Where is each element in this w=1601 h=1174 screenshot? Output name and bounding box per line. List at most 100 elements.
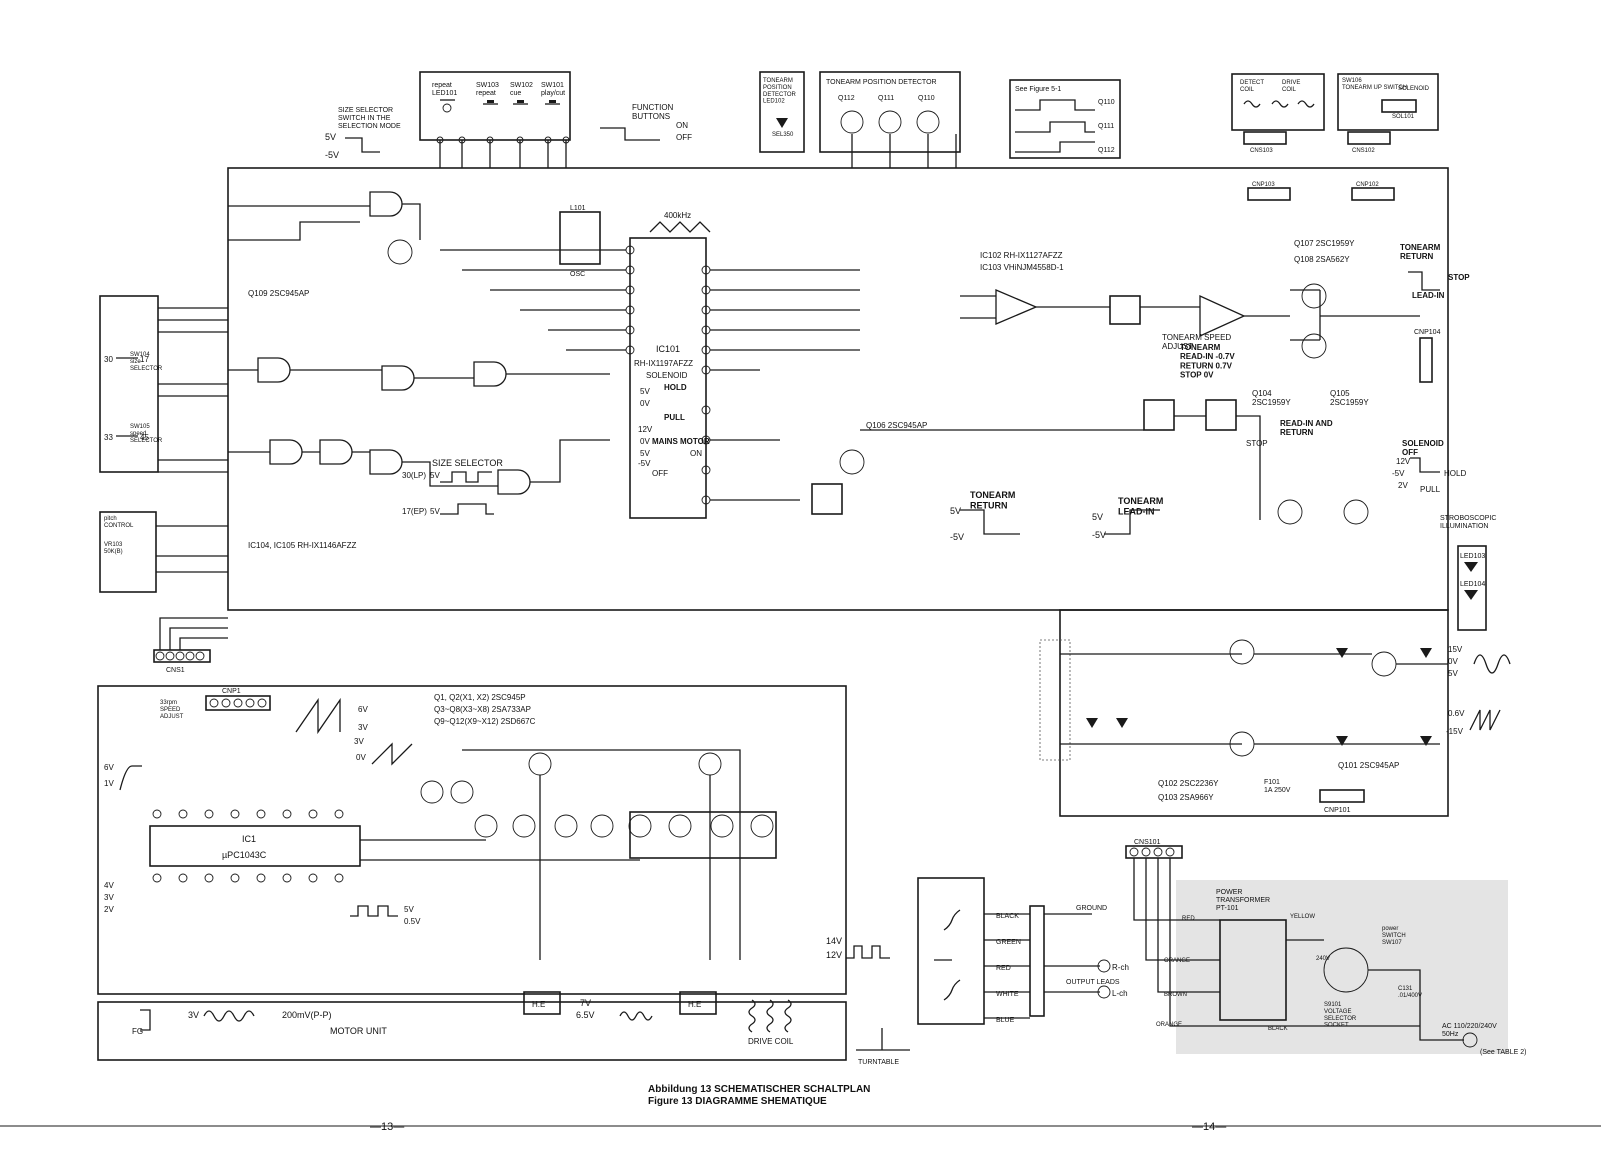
led103-diode: [1464, 562, 1478, 572]
function-on-label: ON: [676, 121, 688, 130]
wire-red: RED: [1182, 916, 1195, 922]
q111-label: Q111: [878, 95, 894, 102]
cartridge-box: [917, 877, 985, 1025]
cnp1-label: CNP1: [222, 688, 241, 695]
wire-brown: BROWN: [1164, 992, 1187, 998]
motor-200mv: 200mV(P-P): [282, 1010, 332, 1020]
ic101-0v-b: 0V: [640, 437, 650, 446]
strobe-saw: [1469, 709, 1501, 731]
kx-connectors-top: [436, 136, 570, 144]
q110-wave: [1015, 99, 1095, 111]
ic101-pins: [440, 245, 860, 505]
solenoid-pull: PULL: [1420, 485, 1441, 494]
ic1-body: [149, 825, 361, 867]
freq-label: 400kHz: [664, 211, 691, 220]
he2-label: H.E: [688, 1000, 701, 1009]
q111-wave: [1015, 121, 1095, 133]
motor-saw-wave: [295, 697, 341, 735]
ic101-part: RH-IX1197AFZZ: [634, 359, 693, 368]
tonearm-m5v-b: -5V: [1092, 530, 1106, 540]
strobe-15v: 15V: [1448, 645, 1463, 654]
caption-line1: Abbildung 13 SCHEMATISCHER SCHALTPLAN: [648, 1084, 870, 1095]
wire-orange2: ORANGE: [1156, 1022, 1182, 1028]
motor-out-wave: [846, 945, 890, 959]
q101-transistor: [1371, 651, 1397, 677]
speed-size-selector-box: [99, 295, 159, 473]
ic104-105-label: IC104, IC105 RH-IX1146AFZZ: [248, 541, 356, 550]
ic101-hold: HOLD: [664, 383, 687, 392]
motor-65v: 6.5V: [576, 1010, 595, 1020]
wire-orange: ORANGE: [1164, 958, 1190, 964]
ic101-sub: SOLENOID: [646, 371, 688, 380]
ic101-off: OFF: [652, 469, 668, 478]
motor-3v-c: 3V: [354, 737, 364, 746]
solenoid-wave: [1410, 457, 1440, 473]
logic-gates: [228, 191, 610, 495]
ic101-5v: 5V: [640, 387, 650, 396]
stop-r: STOP: [1448, 273, 1470, 282]
ic101-12v: 12V: [638, 425, 653, 434]
q101-label: Q101 2SC945AP: [1338, 761, 1399, 770]
solenoid-12v: 12V: [1396, 457, 1411, 466]
size-v5-label: 5V: [325, 132, 336, 142]
size-vm5-label: -5V: [325, 150, 339, 160]
motor-q1-label: Q1, Q2(X1, X2) 2SC945P: [434, 693, 526, 702]
l101-label: L101: [570, 205, 586, 212]
q112-wave-label: Q112: [1098, 147, 1115, 154]
motor-unit-frame: [97, 1001, 847, 1061]
q112-wave: [1015, 141, 1095, 153]
strobe-0v: 0V: [1448, 657, 1458, 666]
cnp101-label: CNP101: [1324, 807, 1351, 814]
size-note-wave: [345, 137, 380, 153]
caption-line2: Figure 13 DIAGRAMME SHEMATIQUE: [648, 1096, 827, 1107]
q107-transistor: [1301, 283, 1327, 309]
power-dashed-zone: [1039, 639, 1071, 761]
left-panel-wires: [156, 307, 228, 650]
wire-240v: 240V: [1316, 956, 1330, 962]
turntable-label: TURNTABLE: [858, 1059, 899, 1066]
motor-q9-label: Q9~Q12(X9~X12) 2SD667C: [434, 717, 536, 726]
ic103-b-opamp: [1199, 294, 1246, 338]
motor-12v: 12V: [826, 950, 842, 960]
cnp102-connector: [1351, 187, 1395, 201]
q109-label: Q109 2SC945AP: [248, 289, 309, 298]
pitch-control-box: [99, 511, 157, 593]
ic101-name: IC101: [656, 344, 680, 354]
main-board-frame: [227, 167, 1449, 611]
power-diodes: [1060, 648, 1448, 746]
q105-transistor: [1343, 499, 1369, 525]
speed-45-label: 45: [140, 433, 149, 442]
led102-box: [759, 71, 805, 153]
cartridge-coils: [934, 909, 961, 1001]
tonearm-m5v-a: -5V: [950, 532, 964, 542]
fg-sine: [203, 1010, 255, 1022]
he2-box: [679, 991, 717, 1015]
led102-diode: [776, 118, 788, 128]
output-leads-label: OUTPUT LEADS: [1066, 979, 1120, 986]
he1-label: H.E: [532, 1000, 545, 1009]
solenoid-m5v: -5V: [1392, 469, 1405, 478]
osc-label: OSC: [570, 271, 585, 278]
function-off-label: OFF: [676, 133, 692, 142]
motor-14v: 14V: [826, 936, 842, 946]
motor-6v: 6V: [358, 705, 368, 714]
ic102-box-a: [1109, 295, 1141, 325]
size-ep-wave: [440, 503, 494, 515]
cns1-pins: [155, 651, 205, 661]
